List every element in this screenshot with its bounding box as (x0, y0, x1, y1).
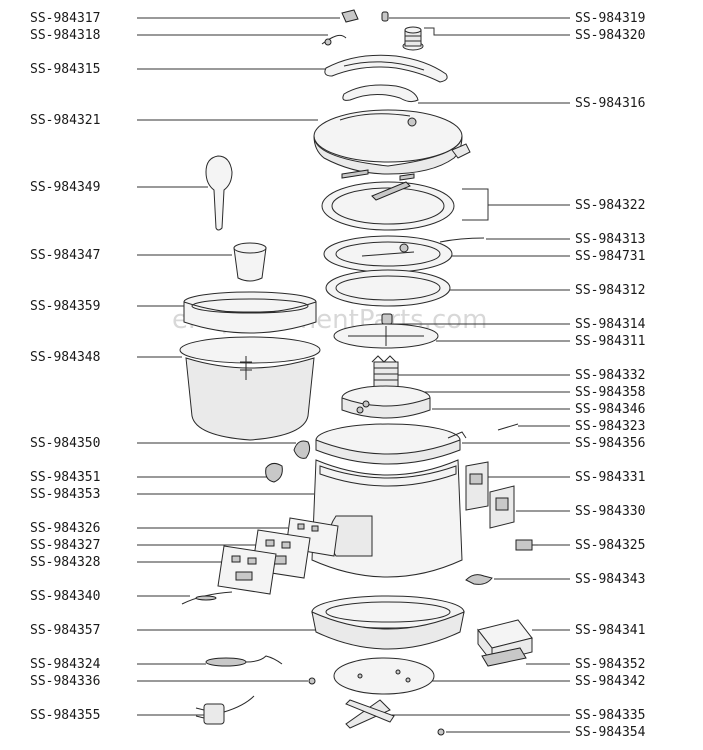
left-labels: SS-984317 SS-984318 SS-984315 SS-984321 … (30, 11, 340, 723)
part-984342 (333, 657, 435, 695)
part-984353 (311, 459, 463, 578)
label-984359[interactable]: SS-984359 (30, 299, 100, 314)
label-984731[interactable]: SS-984731 (575, 249, 645, 264)
label-984349[interactable]: SS-984349 (30, 180, 100, 195)
part-984328 (217, 545, 277, 595)
label-984328[interactable]: SS-984328 (30, 555, 100, 570)
label-984352[interactable]: SS-984352 (575, 657, 645, 672)
label-984343[interactable]: SS-984343 (575, 572, 645, 587)
label-984319[interactable]: SS-984319 (575, 11, 645, 26)
part-984335 (345, 699, 395, 729)
part-984319 (381, 11, 389, 22)
part-984311 (333, 323, 439, 349)
right-labels: SS-984319 SS-984320 SS-984316 SS-984322 … (388, 11, 646, 740)
part-984336 (308, 677, 316, 685)
label-984353[interactable]: SS-984353 (30, 487, 100, 502)
part-984324 (205, 655, 283, 667)
label-984312[interactable]: SS-984312 (575, 283, 645, 298)
part-984350 (293, 440, 311, 459)
label-984327[interactable]: SS-984327 (30, 538, 100, 553)
part-984355 (195, 695, 255, 725)
part-984318 (321, 34, 347, 46)
label-984323[interactable]: SS-984323 (575, 419, 645, 434)
label-984330[interactable]: SS-984330 (575, 504, 645, 519)
label-984321[interactable]: SS-984321 (30, 113, 100, 128)
label-984313[interactable]: SS-984313 (575, 232, 645, 247)
part-984340 (181, 591, 233, 605)
part-984343 (465, 574, 493, 585)
label-984358[interactable]: SS-984358 (575, 385, 645, 400)
part-984320 (402, 26, 424, 51)
label-984354[interactable]: SS-984354 (575, 725, 646, 740)
label-984350[interactable]: SS-984350 (30, 436, 100, 451)
part-984352 (481, 647, 527, 667)
part-984354 (437, 728, 445, 736)
label-984315[interactable]: SS-984315 (30, 62, 100, 77)
label-984322[interactable]: SS-984322 (575, 198, 645, 213)
label-984324[interactable]: SS-984324 (30, 657, 101, 672)
part-984359 (183, 291, 317, 334)
label-984331[interactable]: SS-984331 (575, 470, 645, 485)
part-984348 (179, 336, 321, 441)
label-984347[interactable]: SS-984347 (30, 248, 100, 263)
label-984326[interactable]: SS-984326 (30, 521, 100, 536)
label-984355[interactable]: SS-984355 (30, 708, 100, 723)
label-984318[interactable]: SS-984318 (30, 28, 100, 43)
label-984332[interactable]: SS-984332 (575, 368, 645, 383)
label-984341[interactable]: SS-984341 (575, 623, 645, 638)
label-984357[interactable]: SS-984357 (30, 623, 100, 638)
label-984351[interactable]: SS-984351 (30, 470, 100, 485)
part-984330 (489, 485, 515, 529)
part-984325 (515, 539, 538, 551)
part-984346 (341, 385, 431, 419)
part-984331 (465, 461, 489, 511)
label-984325[interactable]: SS-984325 (575, 538, 645, 553)
part-984351 (265, 462, 283, 483)
label-984311[interactable]: SS-984311 (575, 334, 645, 349)
part-984323 (497, 423, 519, 431)
part-984322 (321, 169, 455, 231)
label-984346[interactable]: SS-984346 (575, 402, 645, 417)
part-984313 (323, 235, 485, 273)
part-984321 (313, 109, 471, 175)
part-984349 (205, 155, 233, 231)
part-984332 (371, 355, 399, 389)
label-984336[interactable]: SS-984336 (30, 674, 100, 689)
label-984348[interactable]: SS-984348 (30, 350, 100, 365)
label-984320[interactable]: SS-984320 (575, 28, 645, 43)
label-984356[interactable]: SS-984356 (575, 436, 645, 451)
part-984316 (342, 84, 419, 103)
label-984340[interactable]: SS-984340 (30, 589, 100, 604)
label-984316[interactable]: SS-984316 (575, 96, 645, 111)
part-984731 (361, 243, 415, 257)
label-984342[interactable]: SS-984342 (575, 674, 645, 689)
label-984317[interactable]: SS-984317 (30, 11, 100, 26)
part-984315 (324, 54, 448, 83)
part-984312 (325, 269, 451, 307)
label-984314[interactable]: SS-984314 (575, 317, 646, 332)
label-984335[interactable]: SS-984335 (575, 708, 645, 723)
part-984356 (315, 423, 467, 465)
part-984314 (381, 313, 393, 325)
part-984317 (341, 9, 359, 23)
part-984347 (233, 242, 267, 282)
part-984357 (311, 595, 465, 650)
